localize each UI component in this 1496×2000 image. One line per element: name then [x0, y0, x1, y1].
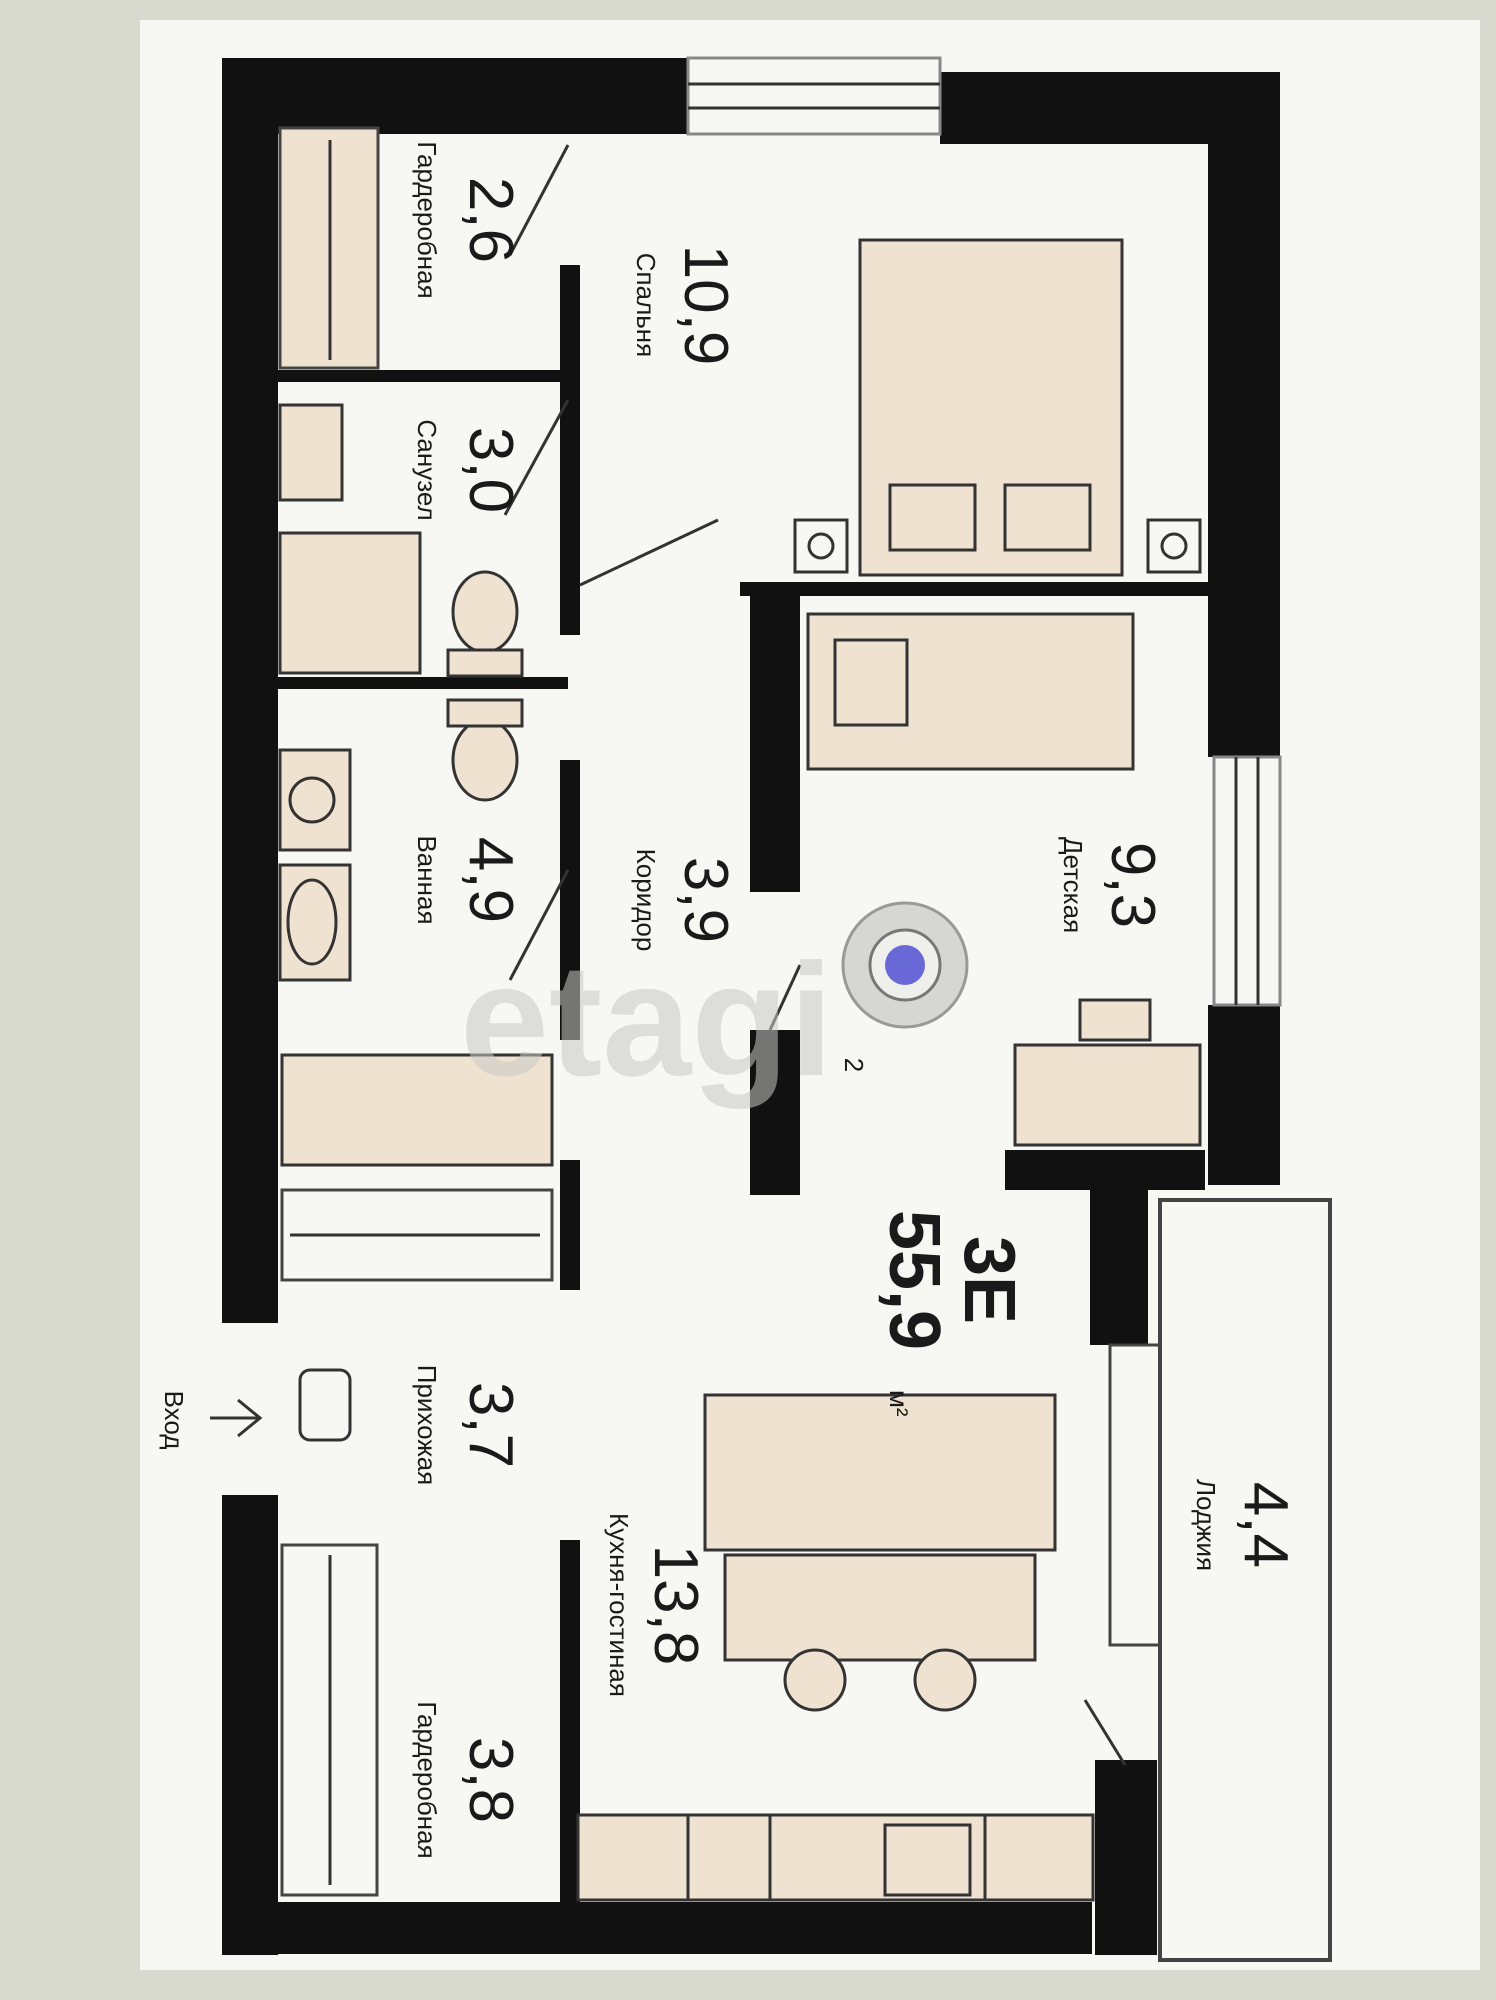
room-hall: 3,7 Прихожая — [412, 1365, 525, 1485]
room-wardrobe2: 3,8 Гардеробная — [412, 1701, 525, 1858]
toilet-bath — [446, 698, 524, 802]
room-name: Кухня-гостиная — [604, 1513, 634, 1697]
room-loggia: 4,4 Лоджия — [1191, 1479, 1300, 1571]
entrance-arrow-icon — [210, 1398, 263, 1438]
doors — [503, 144, 1127, 1766]
window-bedroom — [686, 56, 942, 136]
room-name: Санузел — [412, 419, 442, 520]
walls — [222, 58, 1280, 1955]
pin-number: 2 — [839, 1058, 869, 1072]
map-pin-icon — [841, 901, 969, 1029]
room-area: 10,9 — [671, 245, 740, 366]
room-name: Детская — [1058, 837, 1088, 933]
room-area: 4,9 — [456, 837, 525, 923]
room-kids: 9,3 Детская — [1058, 837, 1167, 933]
entrance: Вход — [159, 1391, 189, 1450]
wardrobe-hall — [280, 1188, 554, 1282]
wardrobe-top — [278, 126, 380, 370]
room-name: Прихожая — [412, 1365, 442, 1485]
room-corridor: 3,9 Коридор — [631, 849, 740, 952]
window-kids — [1212, 755, 1282, 1007]
room-area: 4,4 — [1231, 1482, 1300, 1568]
room-name: Коридор — [631, 849, 661, 952]
kitchen-counter — [576, 1813, 1095, 1902]
toilet-wc — [446, 570, 524, 678]
bed-double — [793, 238, 1202, 577]
room-area: 13,8 — [641, 1545, 710, 1666]
pin-label: 2 — [839, 1058, 869, 1072]
wardrobe-bottom — [280, 1543, 379, 1897]
total-area: 55,9 — [874, 1210, 954, 1350]
room-bathroom: 4,9 Ванная — [412, 835, 525, 924]
room-name: Гардеробная — [412, 141, 442, 298]
room-wc: 3,0 Санузел — [412, 419, 525, 520]
sink-wc — [278, 403, 344, 502]
room-area: 3,8 — [456, 1737, 525, 1823]
dining-table — [723, 1553, 1037, 1712]
sink-bath — [278, 863, 352, 982]
bed-single — [806, 612, 1135, 771]
sofa — [703, 1393, 1057, 1552]
watermark: etagi — [460, 930, 833, 1109]
room-name: Спальня — [631, 253, 661, 357]
loggia-frame — [1108, 1198, 1332, 1962]
room-name: Лоджия — [1191, 1479, 1221, 1571]
apartment-type: 3Е — [949, 1236, 1029, 1324]
room-bedroom: 10,9 Спальня — [631, 245, 740, 366]
desk — [1013, 998, 1202, 1147]
room-area: 2,6 — [456, 177, 525, 263]
total-area-block: 3Е 55,9 м² — [874, 1210, 1029, 1417]
entrance-label: Вход — [159, 1391, 189, 1450]
shower — [278, 531, 422, 675]
room-area: 3,7 — [456, 1382, 525, 1468]
washing-machine — [278, 748, 352, 852]
intercom-icon — [298, 1368, 352, 1442]
room-name: Ванная — [412, 835, 442, 924]
total-area-unit: м² — [884, 1390, 914, 1417]
room-name: Гардеробная — [412, 1701, 442, 1858]
room-area: 3,9 — [671, 857, 740, 943]
room-kitchen: 13,8 Кухня-гостиная — [604, 1513, 710, 1697]
room-area: 3,0 — [456, 427, 525, 513]
room-wardrobe1: 2,6 Гардеробная — [412, 141, 525, 298]
bathtub — [280, 1053, 554, 1167]
room-area: 9,3 — [1098, 842, 1167, 928]
